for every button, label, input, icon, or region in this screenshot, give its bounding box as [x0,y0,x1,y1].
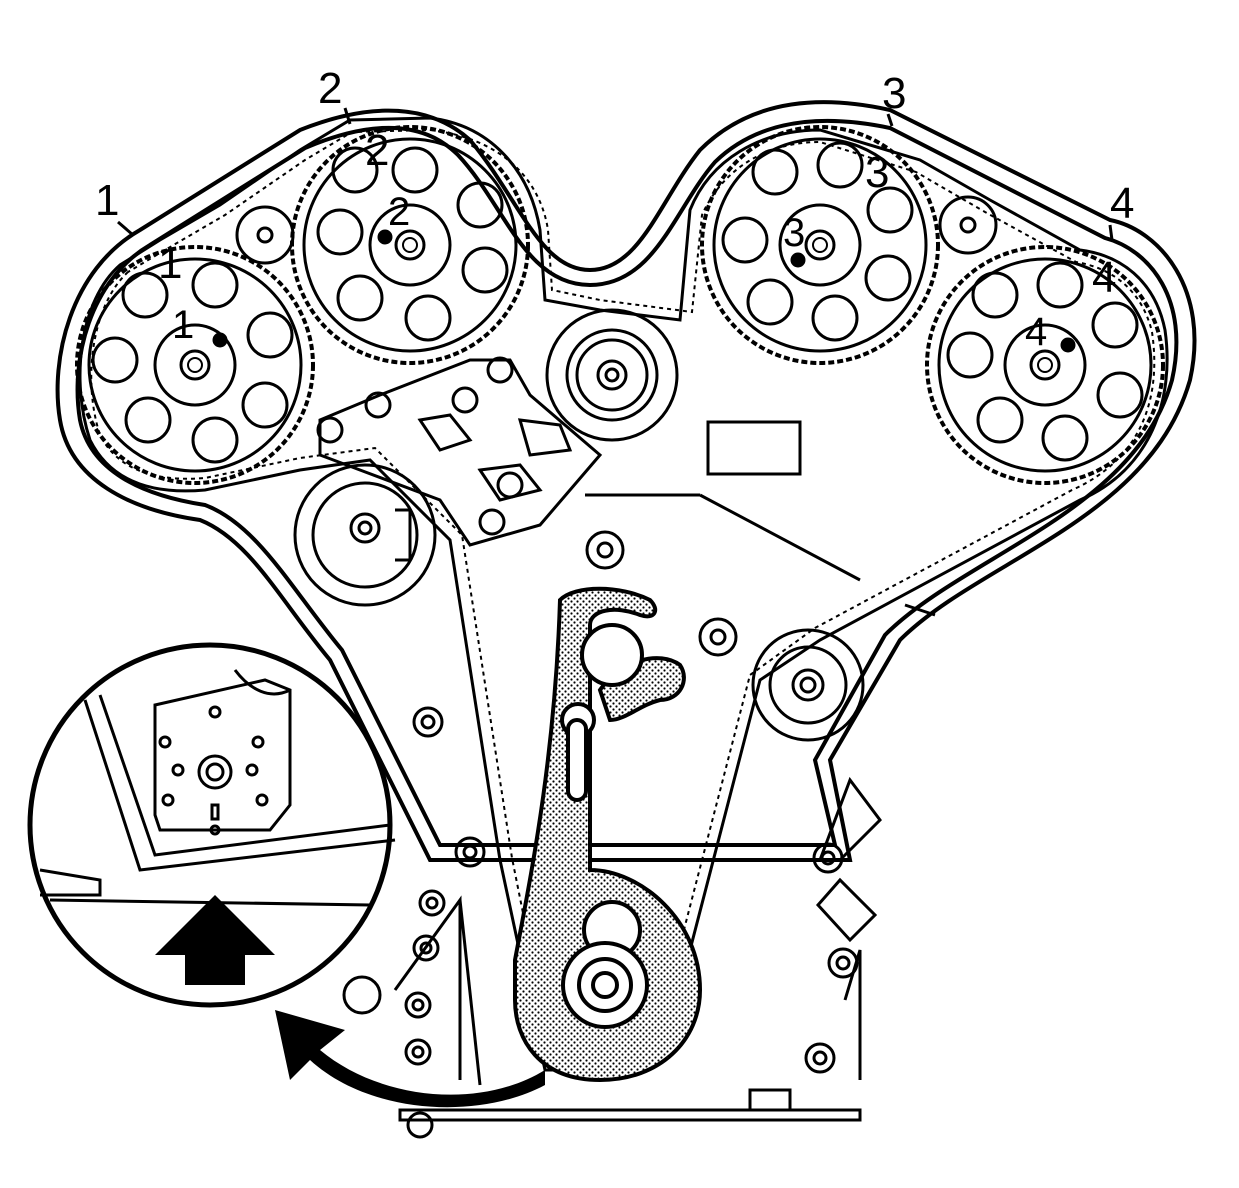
engine-lines [585,493,936,617]
lower-block-outline [393,776,882,1122]
camshaft-sprocket-3 [700,125,940,365]
camshaft-sprocket-1 [75,245,315,485]
idler-pulley-right [751,628,865,742]
idler-pulley-small-left [235,205,295,265]
idler-pulley-small-right [938,195,998,255]
belt-label-3: 3 [882,69,906,118]
hub-mark-labels: 1 2 3 4 [172,190,1047,354]
sprocket-label-1: 1 [158,239,182,288]
camshaft-locking-tool [513,586,703,1083]
hub-label-2: 2 [388,190,410,234]
hub-label-4: 4 [1025,310,1047,354]
sprocket-label-2: 2 [365,126,389,175]
belt-label-2: 2 [318,64,342,113]
camshaft-sprocket-2 [290,125,530,365]
sprocket-label-4: 4 [1092,253,1116,302]
tensioner-pulley-left [293,463,437,607]
pointer-arrow-icon [275,1010,545,1108]
lower-block-bolts [342,530,859,1139]
timing-belt [78,116,1169,1072]
belt-label-1: 1 [95,176,119,225]
timing-cover-outline [55,100,1197,862]
engine-rectangle-plate [706,420,802,476]
hub-label-1: 1 [172,303,194,347]
belt-marker-labels: 1 2 3 4 [95,64,1134,241]
idler-pulley-center [545,308,679,442]
detail-inset [27,642,396,1008]
sprocket-label-3: 3 [865,148,889,197]
hub-label-3: 3 [783,211,805,255]
camshaft-sprocket-4 [925,245,1165,485]
belt-label-4: 4 [1110,179,1134,228]
sprocket-mark-labels: 1 2 3 4 [158,126,1116,302]
alignment-arrow-icon [155,895,275,985]
mounting-bracket [316,356,603,547]
